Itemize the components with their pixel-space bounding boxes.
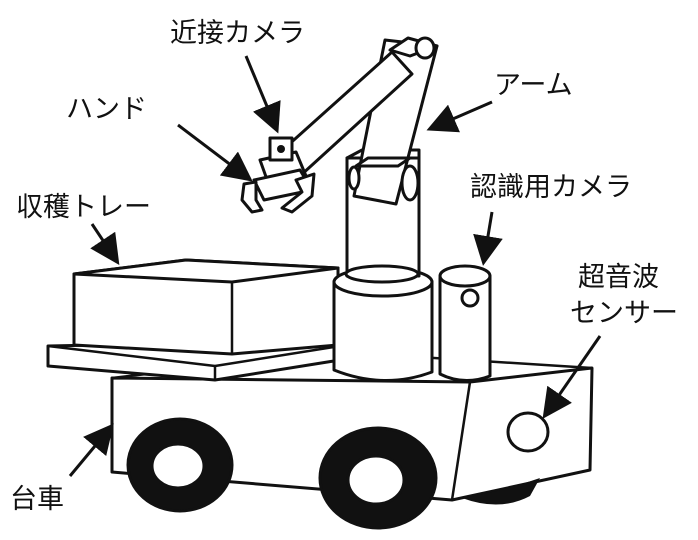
- label-hand: ハンド: [66, 94, 147, 125]
- wheel-front-left: [126, 417, 234, 513]
- label-arm: アーム: [494, 70, 573, 101]
- wheel-rear-right: [462, 478, 540, 505]
- hand: [240, 136, 316, 214]
- arrow-cart: [68, 423, 114, 477]
- label-ultrasonic-line1: 超音波: [578, 262, 659, 293]
- ultrasonic-sensor: [506, 411, 550, 453]
- label-recognition-camera: 認識用カメラ: [470, 172, 632, 203]
- label-ultrasonic-line2: センサー: [570, 298, 678, 329]
- label-proximity-camera: 近接カメラ: [170, 18, 305, 49]
- arrow-ultrasonic-sensor: [542, 335, 602, 419]
- label-cart: 台車: [10, 484, 64, 515]
- harvest-tray: [72, 258, 340, 356]
- arrow-hand: [177, 123, 253, 182]
- arrow-harvest-tray: [90, 223, 120, 265]
- recognition-camera: [438, 264, 492, 382]
- robot-arm: [274, 36, 439, 206]
- wheel-front-right: [318, 426, 438, 530]
- arrow-arm: [426, 100, 493, 133]
- label-harvest-tray: 収穫トレー: [16, 192, 151, 223]
- arrow-proximity-camera: [244, 55, 281, 134]
- arrow-recognition-camera: [473, 211, 503, 266]
